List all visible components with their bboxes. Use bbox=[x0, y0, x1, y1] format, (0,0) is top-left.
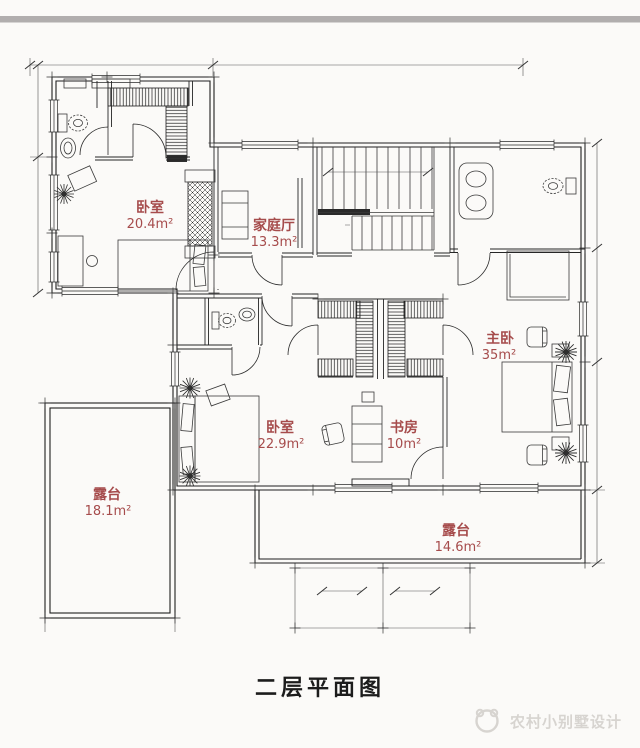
dimension-lines bbox=[24, 58, 605, 634]
study-furniture bbox=[320, 391, 383, 463]
room-label-master-bedroom-area: 35m² bbox=[482, 348, 516, 363]
room-label-bedroom-2-area: 22.9m² bbox=[258, 437, 305, 452]
windows bbox=[48, 73, 589, 494]
master-bedroom-furniture bbox=[501, 250, 573, 466]
room-label-terrace-1-name: 露台 bbox=[93, 486, 121, 503]
room-label-terrace-2-area: 14.6m² bbox=[435, 540, 482, 555]
room-label-bedroom-1-name: 卧室 bbox=[136, 199, 164, 216]
top-divider-bar bbox=[0, 16, 640, 23]
wardrobe-top-left bbox=[107, 81, 193, 162]
bathroom-top-left bbox=[57, 78, 190, 161]
room-label-bedroom-2-name: 卧室 bbox=[266, 419, 294, 436]
terrace-bottom-walls bbox=[249, 484, 591, 569]
watermark: 农村小别墅设计 bbox=[475, 708, 622, 733]
terrace-left-walls bbox=[39, 397, 181, 624]
room-label-family-hall-name: 家庭厅 bbox=[253, 217, 295, 234]
family-hall-furniture bbox=[221, 190, 249, 240]
watermark-text: 农村小别墅设计 bbox=[509, 713, 622, 731]
watermark-logo-icon bbox=[475, 708, 499, 733]
doors bbox=[79, 123, 491, 487]
staircase bbox=[318, 147, 435, 251]
bedroom-1-furniture bbox=[57, 165, 209, 292]
room-label-master-bedroom-name: 主卧 bbox=[486, 330, 514, 347]
room-label-study-area: 10m² bbox=[387, 437, 421, 452]
page-title: 二层平面图 bbox=[255, 676, 385, 701]
room-labels: 卧室 20.4m² 家庭厅 13.3m² 主卧 35m² 卧室 22.9m² 书… bbox=[85, 199, 517, 555]
room-label-terrace-2-name: 露台 bbox=[442, 522, 470, 539]
cabinet-hall bbox=[184, 169, 216, 259]
room-label-study-name: 书房 bbox=[390, 419, 418, 436]
bathroom-center bbox=[211, 307, 256, 330]
room-label-bedroom-1-area: 20.4m² bbox=[127, 217, 174, 232]
bathroom-master bbox=[458, 162, 577, 220]
room-label-family-hall-area: 13.3m² bbox=[251, 235, 298, 250]
wardrobe-center bbox=[317, 298, 444, 379]
room-label-terrace-1-area: 18.1m² bbox=[85, 504, 132, 519]
terrace-door-threshold bbox=[351, 478, 410, 487]
interior-walls bbox=[177, 147, 585, 447]
stair-landing-rail bbox=[318, 209, 370, 215]
